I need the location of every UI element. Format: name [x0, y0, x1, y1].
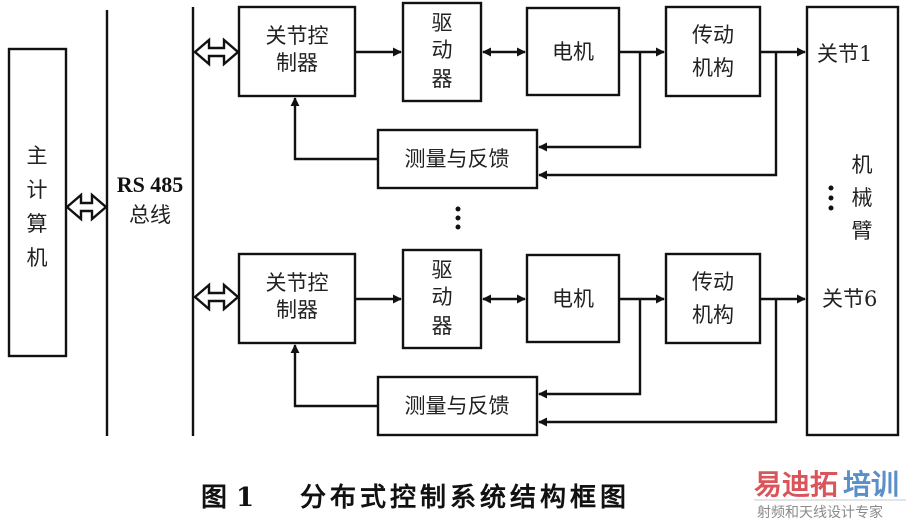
driver-box	[401, 1, 483, 103]
arm-ellipsis	[828, 185, 834, 211]
bus-controller-arrow-2	[193, 282, 240, 312]
driver-box	[401, 248, 483, 350]
robot-arm-box	[805, 5, 900, 437]
arm-char: 械	[852, 186, 873, 210]
bus-sublabel: 总线	[129, 203, 171, 227]
host-char: 算	[27, 212, 48, 236]
watermark: 易迪拓 培训 射频和天线设计专家	[754, 468, 906, 521]
watermark-brand-b: 培训	[843, 468, 899, 501]
motor-label: 电机	[552, 287, 594, 311]
motor-label: 电机	[552, 40, 594, 64]
figure-title: 分布式控制系统结构框图	[300, 482, 630, 513]
motor-feedback-arrow	[538, 299, 642, 399]
transmission-label: 机构	[692, 56, 734, 80]
transmission-label: 传动	[692, 23, 734, 47]
driver-label: 驱	[432, 11, 453, 35]
driver-label: 驱	[432, 258, 453, 282]
host-char: 机	[27, 246, 48, 270]
joint-controller-label: 制器	[276, 51, 318, 75]
joint-6-label: 关节6	[822, 287, 877, 311]
channel-ellipsis	[455, 206, 461, 230]
host-bus-arrow	[65, 192, 108, 222]
figure-number: 图 1	[201, 483, 254, 513]
bus-controller-arrow-1	[193, 37, 240, 67]
host-char: 主	[27, 144, 48, 168]
driver-label: 器	[432, 67, 453, 91]
joint-1-label: 关节1	[817, 42, 872, 66]
motor-feedback-arrow	[538, 52, 642, 152]
watermark-tagline: 射频和天线设计专家	[757, 504, 883, 521]
driver-label: 器	[432, 314, 453, 338]
host-char: 计	[27, 178, 48, 202]
host-computer-label: 主 计 算 机	[27, 144, 48, 270]
joint-controller-label: 制器	[276, 298, 318, 322]
transmission-label: 传动	[692, 270, 734, 294]
watermark-brand-a: 易迪拓	[754, 468, 838, 501]
transmission-box	[664, 5, 762, 98]
joint-controller-label: 关节控	[266, 271, 329, 295]
transmission-label: 机构	[692, 303, 734, 327]
feedback-label: 测量与反馈	[405, 147, 510, 171]
arm-char: 臂	[852, 219, 873, 243]
feedback-box	[376, 128, 539, 190]
transmission-box	[664, 252, 762, 345]
driver-label: 动	[432, 38, 453, 62]
transmission-feedback-arrow	[538, 299, 778, 427]
feedback-label: 测量与反馈	[405, 394, 510, 418]
joint-controller-box	[237, 252, 357, 345]
bus-label: RS 485	[117, 172, 184, 197]
transmission-feedback-arrow	[538, 52, 778, 180]
arm-char: 机	[852, 153, 873, 177]
joint-controller-label: 关节控	[266, 24, 329, 48]
feedback-to-controller-arrow	[290, 97, 378, 161]
driver-label: 动	[432, 285, 453, 309]
feedback-to-controller-arrow	[290, 344, 378, 408]
host-computer-box	[7, 47, 68, 358]
